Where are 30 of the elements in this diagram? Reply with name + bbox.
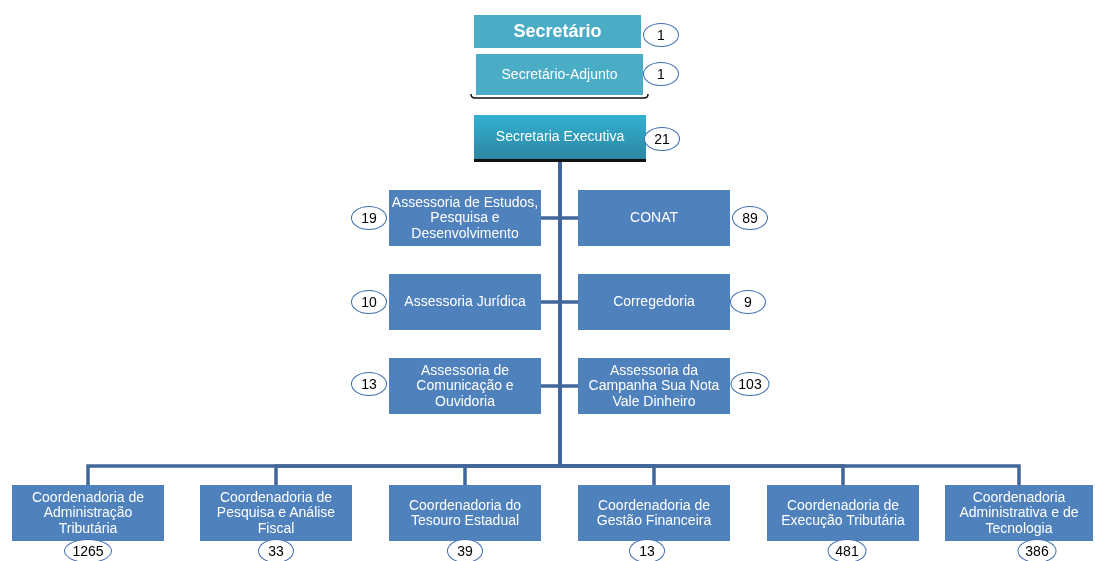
staff-count-oval: 13 — [351, 372, 387, 396]
org-unit-box: Secretário-Adjunto — [476, 54, 643, 95]
staff-count-oval: 89 — [732, 206, 768, 230]
staff-count-oval: 103 — [730, 372, 770, 396]
org-unit-box: Coordenadoria de Pesquisa e Análise Fiscal — [200, 485, 352, 541]
org-unit-box: Secretaria Executiva — [474, 115, 646, 162]
staff-count-oval: 481 — [827, 539, 867, 561]
org-unit-box: Secretário — [474, 15, 641, 48]
org-unit-box: Coordenadoria de Administração Tributária — [12, 485, 164, 541]
staff-count-oval: 386 — [1017, 539, 1057, 561]
org-unit-box: Coordenadoria de Gestão Financeira — [578, 485, 730, 541]
staff-count-oval: 21 — [644, 127, 680, 151]
staff-count-oval: 1265 — [64, 539, 112, 561]
staff-count-oval: 39 — [447, 539, 483, 561]
org-unit-box: Corregedoria — [578, 274, 730, 330]
staff-count-oval: 1 — [643, 62, 679, 86]
staff-count-oval: 19 — [351, 206, 387, 230]
org-unit-box: Coordenadoria do Tesouro Estadual — [389, 485, 541, 541]
staff-count-oval: 13 — [629, 539, 665, 561]
org-unit-box: Assessoria Jurídica — [389, 274, 541, 330]
staff-count-oval: 9 — [730, 290, 766, 314]
org-unit-box: Assessoria de Comunicação e Ouvidoria — [389, 358, 541, 414]
org-unit-box: Assessoria da Campanha Sua Nota Vale Dinheiro — [578, 358, 730, 414]
org-unit-box: Coordenadoria Administrativa e de Tecnologia — [945, 485, 1093, 541]
staff-count-oval: 10 — [351, 290, 387, 314]
org-unit-box: Coordenadoria de Execução Tributária — [767, 485, 919, 541]
org-unit-box: Assessoria de Estudos, Pesquisa e Desenvolvimento — [389, 190, 541, 246]
staff-count-oval: 1 — [643, 23, 679, 47]
staff-count-oval: 33 — [258, 539, 294, 561]
org-unit-box: CONAT — [578, 190, 730, 246]
